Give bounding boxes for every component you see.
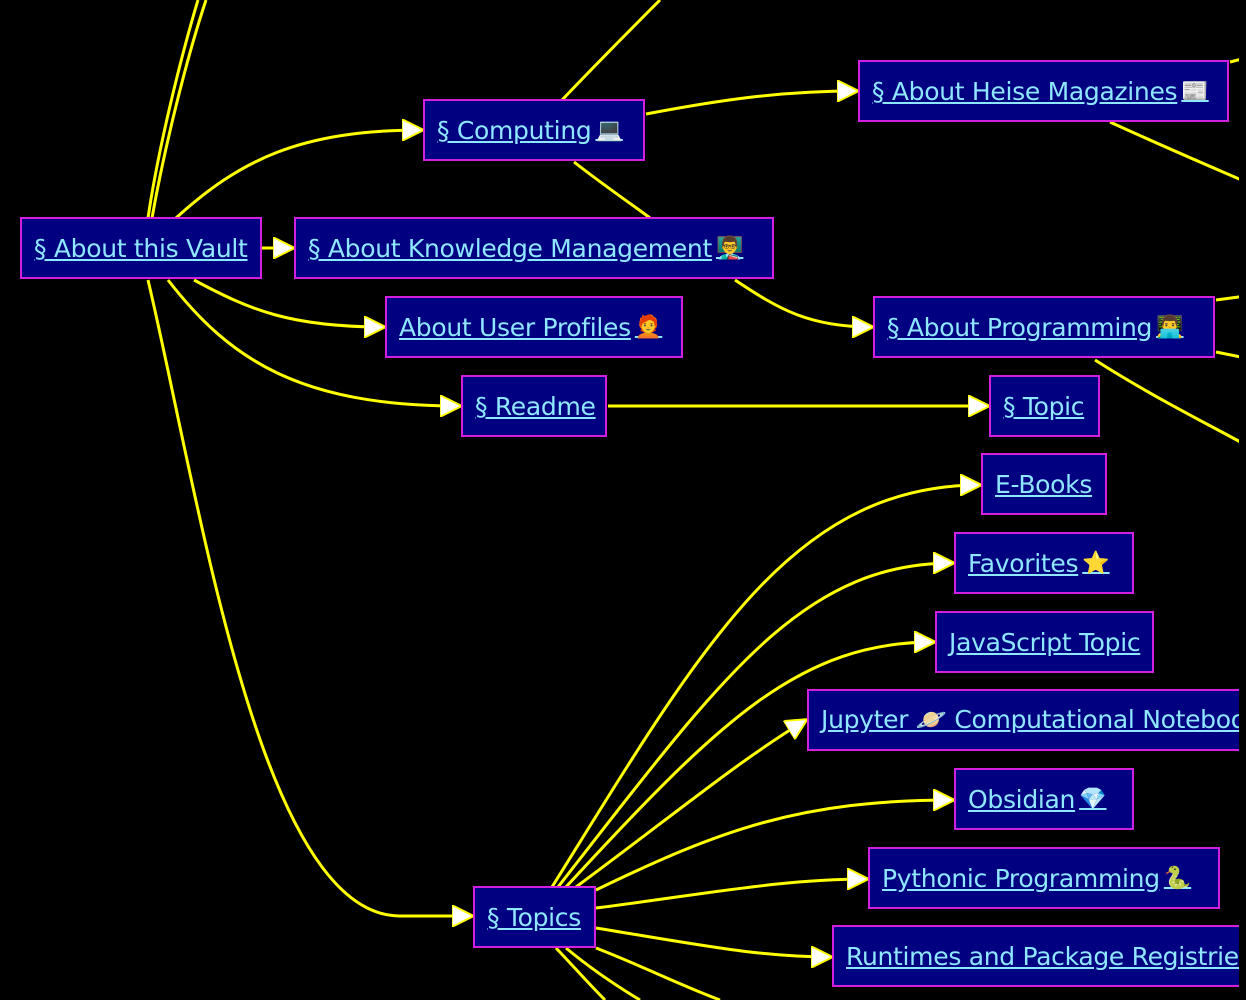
node-label[interactable]: Favorites <box>968 548 1079 578</box>
edge-topics-favorites <box>556 563 953 888</box>
node-obsidian[interactable]: Obsidian 💎 <box>954 768 1134 830</box>
node-label[interactable]: § About this Vault <box>34 233 248 263</box>
node-label[interactable]: Runtimes and Package Registries <box>846 941 1246 971</box>
edge-topics-obsidian <box>595 800 953 892</box>
node-label[interactable]: E-Books <box>995 469 1093 499</box>
node-topic[interactable]: § Topic <box>989 375 1100 437</box>
node-label[interactable]: § Readme <box>475 391 596 421</box>
edge-vault-readme <box>166 279 460 406</box>
node-jupyter[interactable]: Jupyter 🪐 Computational Notebooks <box>807 689 1246 751</box>
edge-topics-ebooks <box>550 485 980 888</box>
snake-icon: 🐍 <box>1163 865 1192 891</box>
node-readme[interactable]: § Readme <box>461 375 607 437</box>
edge-computing-up <box>560 0 662 102</box>
node-label[interactable]: § About Heise Magazines <box>872 76 1178 106</box>
computer-icon: 💻 <box>595 117 623 143</box>
technologist-icon: 👨‍💻 <box>1156 314 1184 340</box>
person-icon: 🧑‍🦰 <box>634 314 663 340</box>
edge-heise-right-2 <box>1109 120 1246 184</box>
node-topics[interactable]: § Topics <box>473 886 596 948</box>
edge-vault-up-1 <box>146 0 200 219</box>
edge-topics-jupyter <box>575 720 806 889</box>
node-label[interactable]: § Topics <box>487 902 581 932</box>
node-about-user-profiles[interactable]: About User Profiles 🧑‍🦰 <box>385 296 683 358</box>
edge-computing-programming <box>573 160 872 327</box>
edge-vault-profiles <box>193 278 384 327</box>
node-label[interactable]: § Computing <box>437 115 592 145</box>
node-about-this-vault[interactable]: § About this Vault <box>20 217 262 279</box>
edge-programming-right-3 <box>1094 358 1246 447</box>
edge-vault-up-2 <box>150 0 208 219</box>
node-favorites[interactable]: Favorites ⭐ <box>954 532 1134 594</box>
node-ebooks[interactable]: E-Books <box>981 453 1107 515</box>
node-label[interactable]: Obsidian <box>968 784 1076 814</box>
edge-topics-javascript <box>564 642 934 889</box>
node-label[interactable]: Jupyter 🪐 Computational Notebooks <box>821 705 1246 734</box>
edge-topics-pythonic <box>595 879 867 910</box>
teacher-icon: 👨‍🏫 <box>715 235 744 261</box>
edge-topics-down-1 <box>554 946 607 1000</box>
node-label[interactable]: About User Profiles <box>399 312 631 342</box>
node-about-heise-magazines[interactable]: § About Heise Magazines 📰 <box>858 60 1229 122</box>
gem-icon: 💎 <box>1079 786 1107 812</box>
node-label[interactable]: § About Knowledge Management <box>308 233 712 263</box>
edge-topics-down-3 <box>595 946 721 1000</box>
canvas-edge <box>1239 0 1246 1000</box>
node-label[interactable]: Pythonic Programming <box>882 863 1160 893</box>
node-javascript-topic[interactable]: JavaScript Topic <box>935 611 1154 673</box>
node-label[interactable]: § About Programming <box>887 312 1153 342</box>
node-label[interactable]: JavaScript Topic <box>949 627 1141 657</box>
node-computing[interactable]: § Computing 💻 <box>423 99 645 161</box>
node-label[interactable]: § Topic <box>1003 391 1085 421</box>
edge-vault-topics <box>146 279 472 916</box>
node-runtimes[interactable]: Runtimes and Package Registries <box>832 925 1246 987</box>
star-icon: ⭐ <box>1082 550 1110 576</box>
newspaper-icon: 📰 <box>1181 78 1209 104</box>
node-pythonic-programming[interactable]: Pythonic Programming 🐍 <box>868 847 1220 909</box>
node-about-programming[interactable]: § About Programming 👨‍💻 <box>873 296 1215 358</box>
edge-computing-heise <box>645 91 857 116</box>
edge-topics-runtimes <box>595 926 831 957</box>
edge-vault-computing <box>174 130 422 220</box>
edge-topics-down-2 <box>565 946 641 1000</box>
node-about-knowledge-management[interactable]: § About Knowledge Management 👨‍🏫 <box>294 217 774 279</box>
